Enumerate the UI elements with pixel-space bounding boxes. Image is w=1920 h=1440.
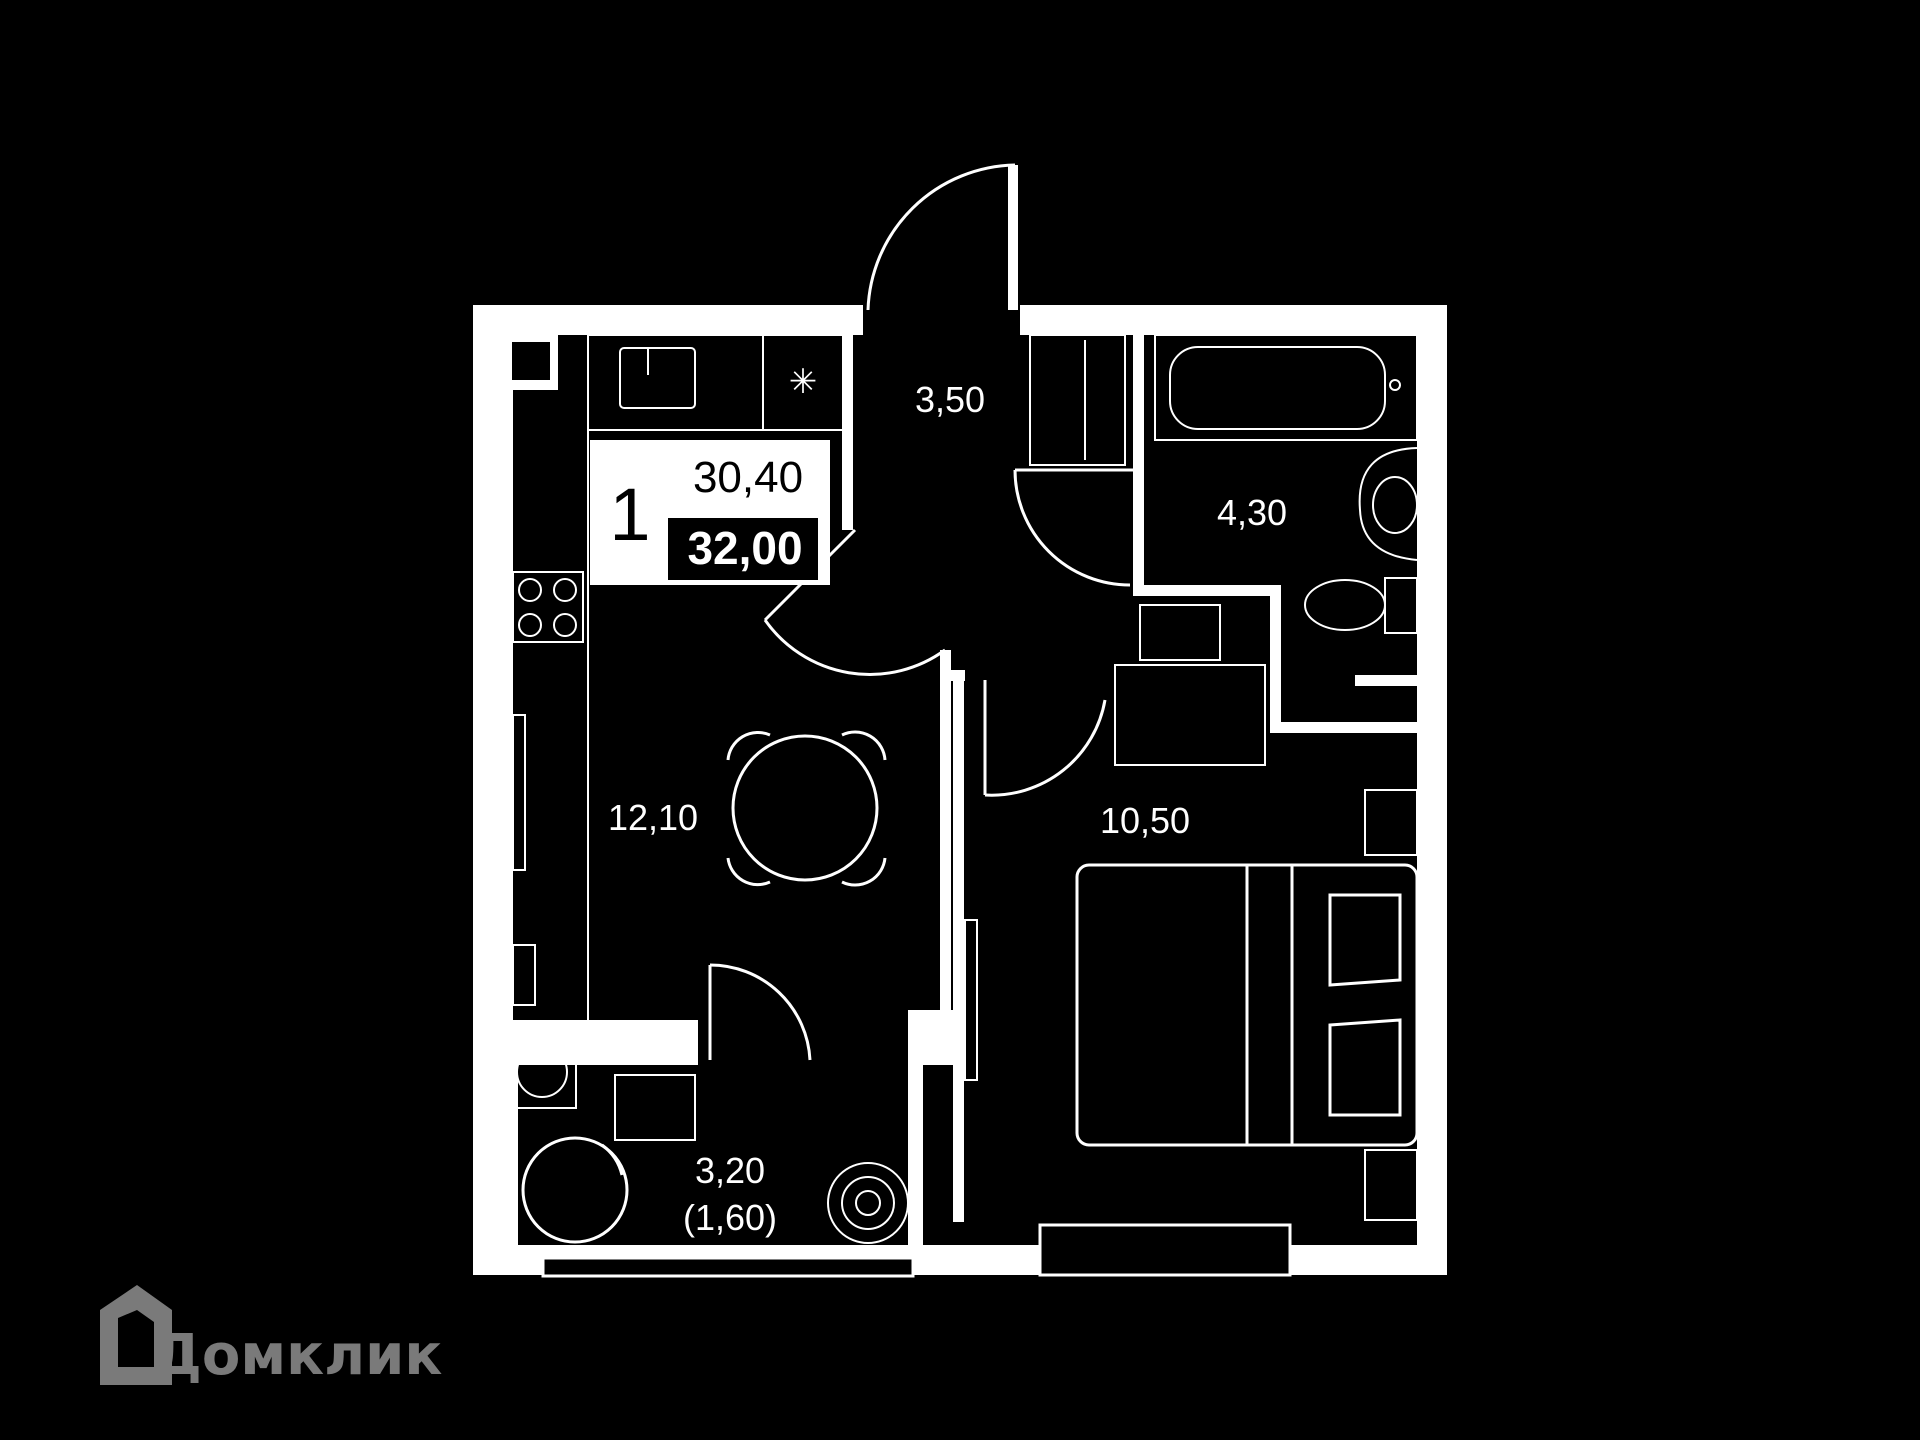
balcony-furniture [507,1039,909,1244]
fridge-icon [762,334,844,431]
washing-machine-icon [1139,604,1221,661]
balcony-window [541,1256,915,1278]
area-balcony: 3,20 [695,1150,765,1191]
entry-door [866,163,1018,311]
area-kitchen: 12,10 [608,797,698,838]
washbasin-icon [1358,447,1418,561]
stove-icon [512,571,584,643]
bathroom-door [1013,468,1133,587]
area-bathroom: 4,30 [1217,492,1287,533]
total-area: 32,00 [687,522,802,574]
area-hall: 3,50 [915,379,985,420]
bed-icon [1075,863,1419,1147]
living-area: 30,40 [693,453,803,502]
svg-text:✳: ✳ [789,363,818,401]
room-count: 1 [609,473,650,556]
plant-icon [827,1162,909,1244]
toilet-icon [1304,577,1418,634]
tv-icon [964,919,978,1081]
kitchen-counter: ✳ [587,334,844,431]
balcony-door [708,963,812,1061]
bedroom-wardrobe [1364,789,1418,1221]
dining-table [726,730,887,887]
area-badge: 1 30,40 32,00 [590,440,830,585]
area-bedroom: 10,50 [1100,800,1190,841]
ventilation-shaft [512,342,550,380]
bedroom-door [983,680,1107,797]
bedroom-window [1038,1223,1292,1277]
house-logo-icon [100,1285,172,1385]
brand-name: Домклик [152,1323,442,1388]
kitchen-cabinet [512,714,536,1006]
bathtub-icon [1154,334,1418,441]
sink-icon [619,347,696,409]
area-balcony-reduced: (1,60) [683,1197,777,1238]
wardrobe [1029,334,1266,766]
